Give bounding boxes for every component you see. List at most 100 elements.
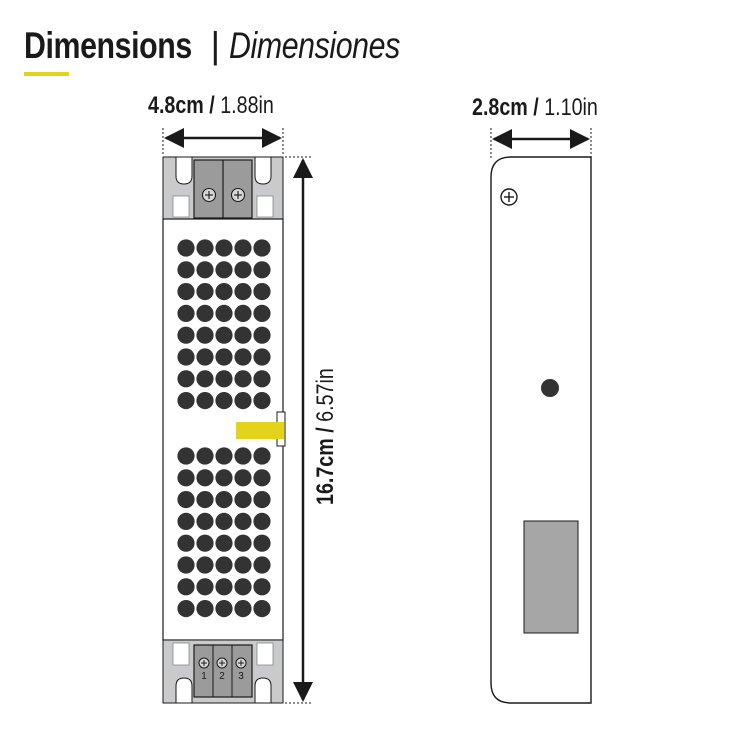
bottom-bracket-slot-left bbox=[175, 677, 193, 704]
vent-hole-lower bbox=[215, 491, 233, 509]
vent-hole-lower bbox=[253, 534, 271, 552]
vent-hole-upper bbox=[234, 304, 252, 322]
vent-hole-upper bbox=[215, 348, 233, 366]
depth-metric: 2.8cm / bbox=[472, 94, 539, 121]
top-bracket-slot-right bbox=[254, 156, 272, 185]
vent-hole-upper bbox=[234, 239, 252, 257]
vent-hole-lower bbox=[177, 600, 195, 618]
vent-hole-lower bbox=[253, 556, 271, 574]
vent-hole-lower bbox=[177, 469, 195, 487]
bottom-bracket-slot-right bbox=[254, 677, 272, 704]
page-title: Dimensions | Dimensiones bbox=[24, 24, 438, 68]
vent-hole-lower bbox=[234, 578, 252, 596]
vent-hole-lower bbox=[234, 600, 252, 618]
depth-dimension-label: 2.8cm / 1.10in bbox=[472, 94, 598, 122]
side-indicator-hole bbox=[541, 379, 559, 397]
vent-hole-lower bbox=[234, 491, 252, 509]
vent-hole-upper bbox=[196, 304, 214, 322]
vent-hole-upper bbox=[196, 283, 214, 301]
title-spanish: Dimensiones bbox=[229, 25, 401, 66]
top-terminal-screw-icon bbox=[230, 187, 246, 203]
side-label-area bbox=[523, 520, 579, 634]
vent-hole-lower bbox=[196, 491, 214, 509]
vent-hole-lower bbox=[196, 512, 214, 531]
vent-hole-lower bbox=[177, 447, 195, 465]
front-view: 1 2 3 bbox=[162, 156, 286, 704]
vent-hole-upper bbox=[215, 261, 233, 279]
vent-hole-upper bbox=[253, 239, 271, 257]
vent-hole-lower bbox=[177, 556, 195, 574]
vent-hole-lower bbox=[177, 534, 195, 552]
title-english: Dimensions bbox=[24, 25, 192, 66]
vent-hole-upper bbox=[177, 239, 195, 257]
vent-hole-lower bbox=[253, 469, 271, 487]
vent-hole-upper bbox=[253, 370, 271, 388]
vent-hole-lower bbox=[196, 578, 214, 596]
vent-hole-upper bbox=[177, 283, 195, 301]
vent-hole-lower bbox=[196, 600, 214, 618]
depth-imperial: 1.10in bbox=[544, 94, 598, 121]
vent-hole-lower bbox=[215, 578, 233, 596]
bottom-terminal-screw-icon bbox=[198, 657, 210, 669]
vent-hole-lower bbox=[196, 447, 214, 465]
vent-hole-lower bbox=[253, 447, 271, 465]
vent-hole-lower bbox=[196, 556, 214, 574]
vent-hole-upper bbox=[253, 326, 271, 344]
bottom-terminal-screw-icon bbox=[235, 657, 247, 669]
vent-hole-upper bbox=[234, 348, 252, 366]
vent-hole-lower bbox=[177, 578, 195, 596]
bottom-terminal-block bbox=[193, 644, 253, 698]
vent-hole-upper bbox=[196, 261, 214, 279]
vent-hole-upper bbox=[215, 304, 233, 322]
terminal-number-label: 2 bbox=[219, 671, 225, 682]
vent-hole-lower bbox=[215, 447, 233, 465]
vent-hole-upper bbox=[196, 326, 214, 344]
vent-hole-upper bbox=[196, 370, 214, 388]
vent-hole-upper bbox=[215, 239, 233, 257]
vent-hole-upper bbox=[215, 283, 233, 301]
top-bracket-tab-right bbox=[256, 195, 274, 218]
vent-hole-upper bbox=[177, 304, 195, 322]
vent-hole-upper bbox=[215, 370, 233, 388]
vent-hole-upper bbox=[234, 261, 252, 279]
vent-hole-upper bbox=[196, 392, 214, 410]
vent-hole-upper bbox=[234, 392, 252, 410]
vent-hole-upper bbox=[177, 370, 195, 388]
bottom-bracket: 1 2 3 bbox=[162, 639, 284, 704]
vent-hole-lower bbox=[253, 491, 271, 509]
vent-hole-lower bbox=[234, 447, 252, 465]
vent-hole-upper bbox=[215, 392, 233, 410]
title-accent-underline bbox=[24, 72, 69, 76]
yellow-indicator-strip bbox=[236, 422, 284, 439]
vent-hole-upper bbox=[177, 261, 195, 279]
vent-hole-lower bbox=[215, 534, 233, 552]
terminal-number-label: 3 bbox=[238, 671, 244, 682]
depth-dimension bbox=[490, 128, 592, 160]
vent-hole-upper bbox=[253, 348, 271, 366]
vent-hole-upper bbox=[177, 392, 195, 410]
vent-hole-lower bbox=[253, 578, 271, 596]
vent-hole-upper bbox=[234, 370, 252, 388]
terminal-number-label: 1 bbox=[201, 671, 207, 682]
vent-hole-upper bbox=[253, 392, 271, 410]
vent-hole-lower bbox=[215, 469, 233, 487]
vent-hole-lower bbox=[215, 512, 233, 531]
top-bracket-slot-left bbox=[175, 156, 193, 185]
vent-hole-upper bbox=[253, 283, 271, 301]
side-view bbox=[490, 156, 592, 704]
width-metric: 4.8cm / bbox=[148, 92, 215, 119]
bottom-bracket-tab-right bbox=[256, 642, 274, 666]
vent-hole-upper bbox=[215, 326, 233, 344]
vent-hole-upper bbox=[234, 283, 252, 301]
vent-hole-upper bbox=[177, 326, 195, 344]
bottom-bracket-tab-left bbox=[172, 642, 190, 666]
vent-hole-lower bbox=[234, 469, 252, 487]
vent-hole-lower bbox=[196, 469, 214, 487]
vent-hole-lower bbox=[215, 556, 233, 574]
title-separator: | bbox=[210, 25, 221, 66]
bottom-terminal-screw-icon bbox=[216, 657, 228, 669]
vent-hole-lower bbox=[234, 512, 252, 531]
top-bracket bbox=[162, 156, 284, 220]
vent-hole-lower bbox=[234, 534, 252, 552]
